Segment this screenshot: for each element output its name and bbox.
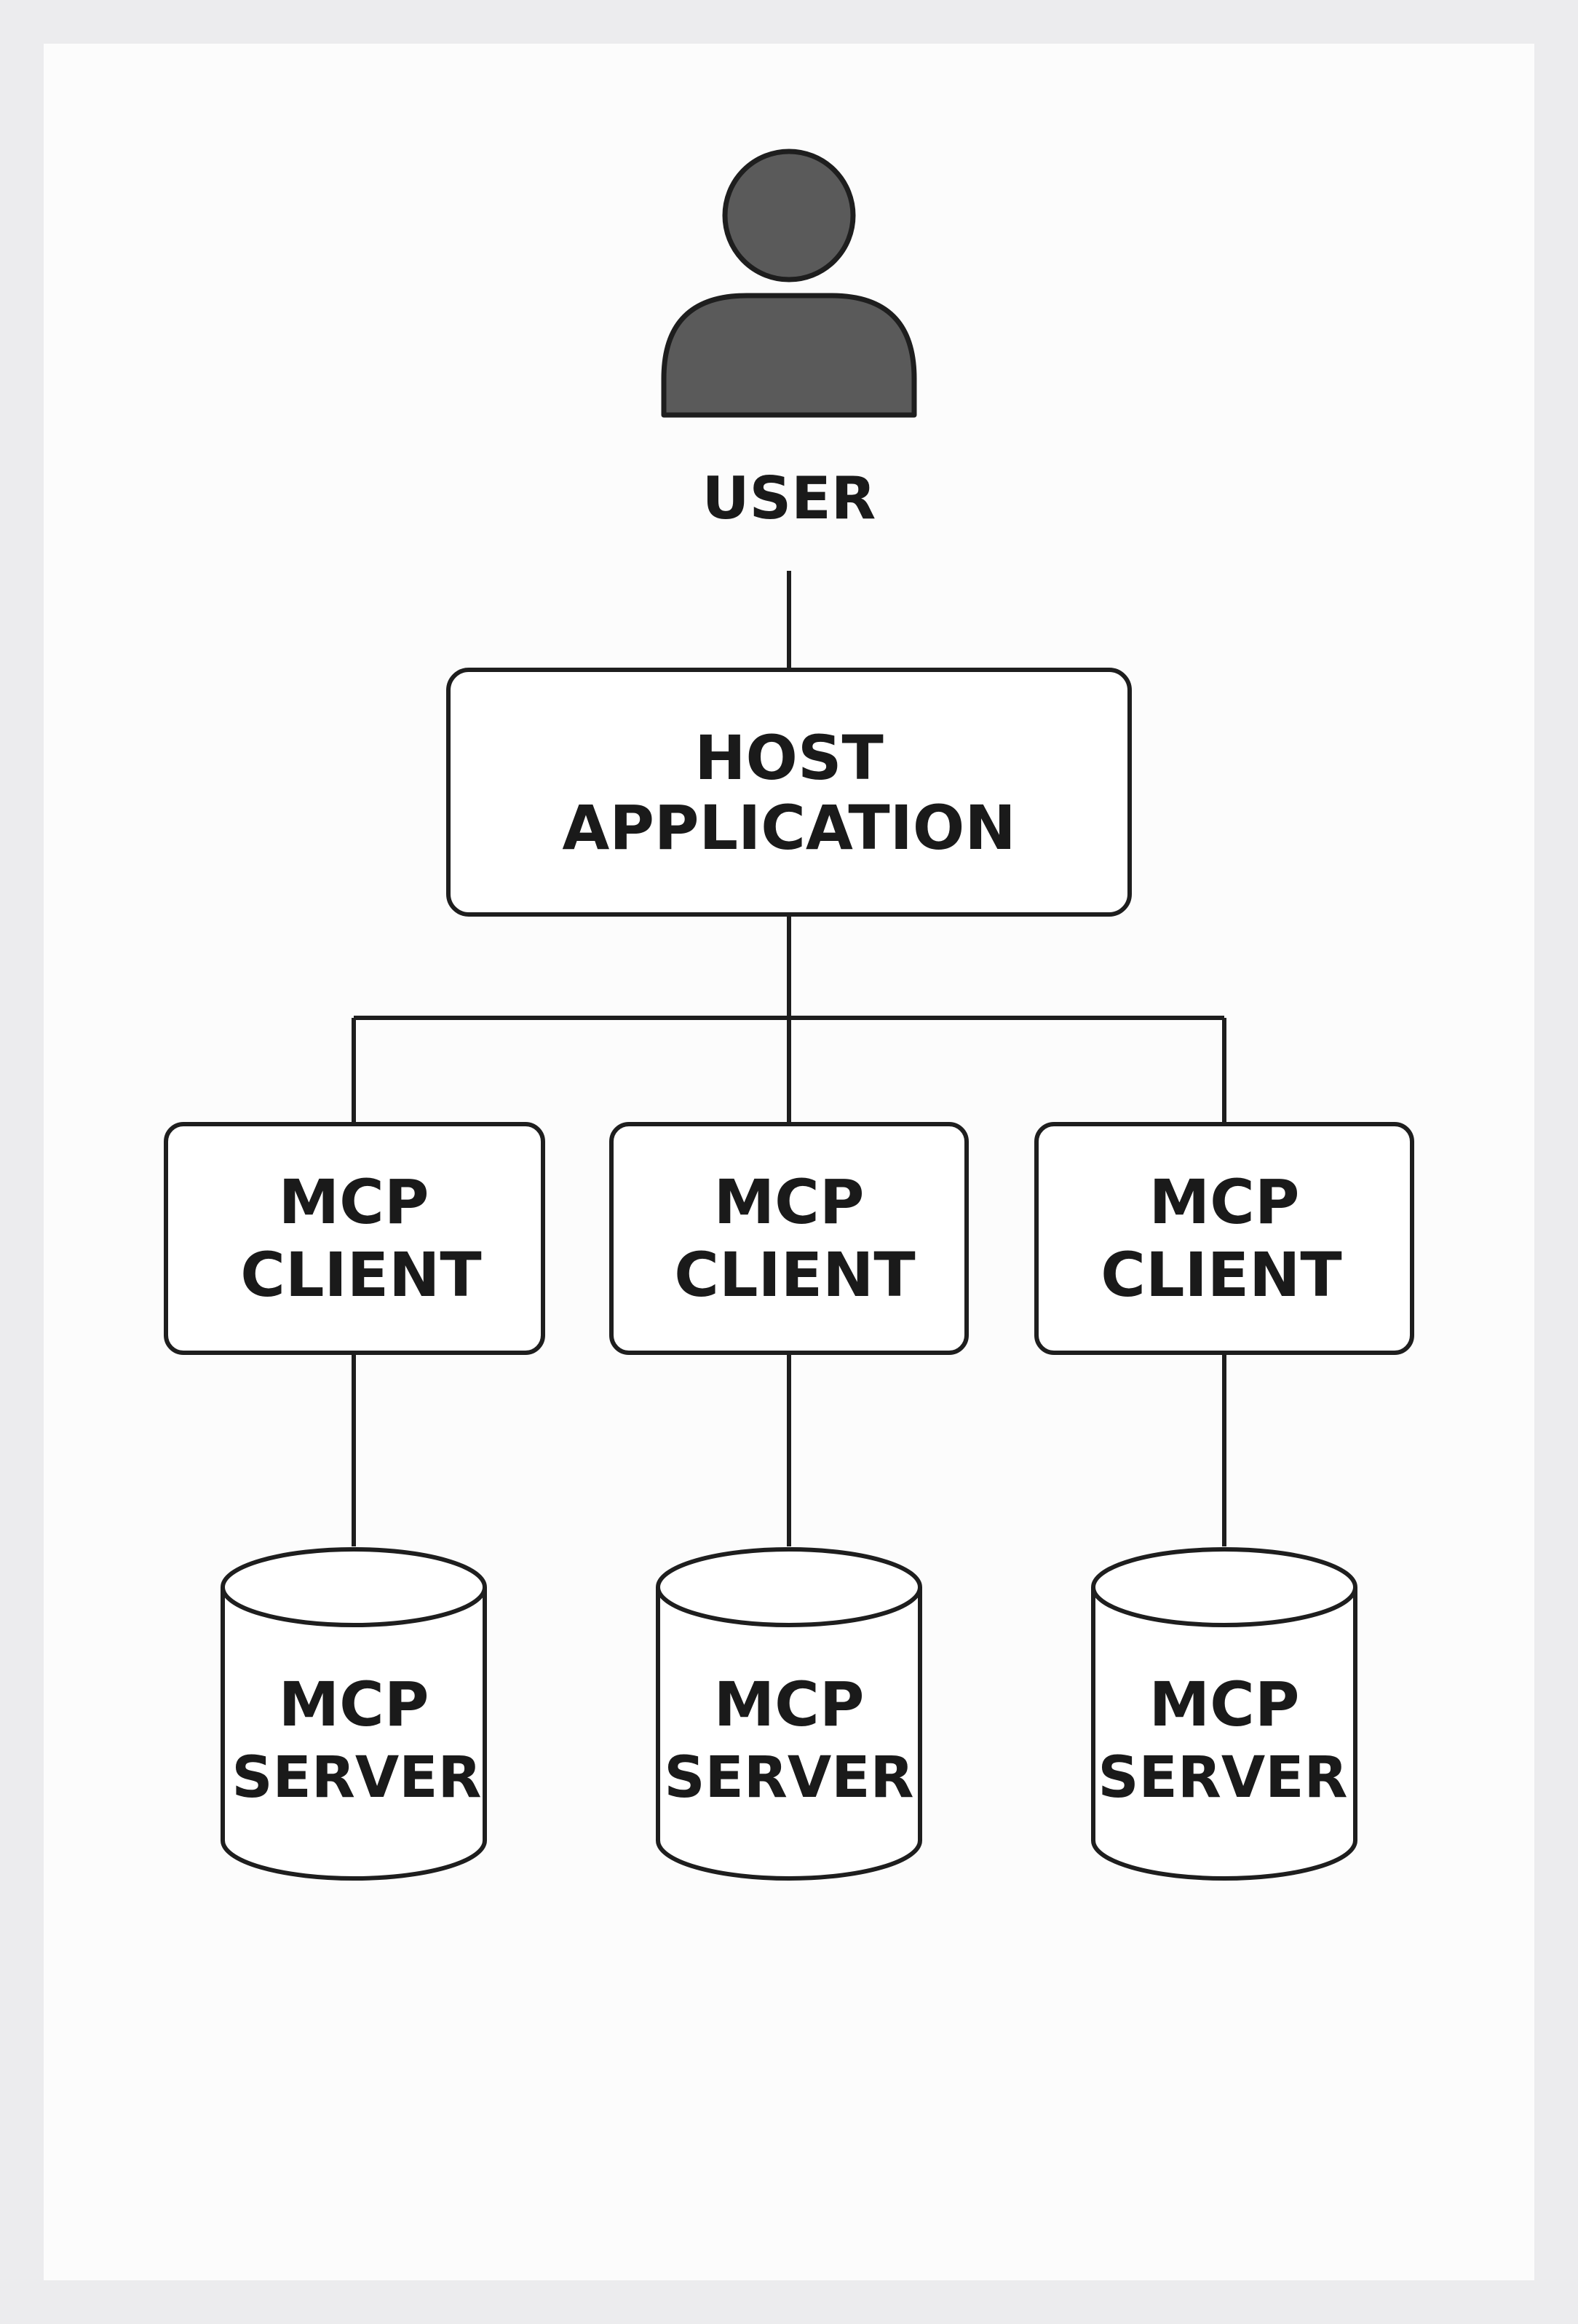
host-label-line2: APPLICATION [562,792,1015,863]
mcp-client-2: MCP CLIENT [609,1122,969,1355]
mcp-client-3: MCP CLIENT [1034,1122,1414,1355]
mcp-server-2: MCP SERVER [656,1547,922,1881]
mcp-server-label-line2: SERVER [1098,1745,1347,1811]
user-label: USER [702,465,876,532]
mcp-client-label-line1: MCP [279,1166,429,1238]
database-icon [1091,1547,1357,1881]
mcp-client-label-line1: MCP [1149,1166,1300,1238]
mcp-client-box [1034,1122,1414,1355]
mcp-server-1: MCP SERVER [221,1547,487,1881]
mcp-server-3: MCP SERVER [1091,1547,1357,1881]
host-label-line1: HOST [694,722,884,794]
user-node: USER [661,149,917,532]
mcp-client-label-line2: CLIENT [674,1239,915,1311]
mcp-server-label-line1: MCP [1149,1669,1300,1740]
mcp-server-label-line1: MCP [279,1669,429,1740]
user-icon [661,149,917,418]
host-application-box [446,668,1132,917]
database-icon [221,1547,487,1881]
mcp-client-label-line1: MCP [714,1166,865,1238]
mcp-server-label-line2: SERVER [231,1745,481,1811]
database-icon [656,1547,922,1881]
host-application-node: HOST APPLICATION [446,668,1132,917]
mcp-client-label-line2: CLIENT [240,1239,481,1311]
mcp-server-label-line2: SERVER [664,1745,913,1811]
mcp-client-box [609,1122,969,1355]
mcp-server-label-line1: MCP [714,1669,865,1740]
mcp-client-box [164,1122,545,1355]
mcp-client-1: MCP CLIENT [164,1122,545,1355]
connectors [352,571,1226,1546]
mcp-client-label-line2: CLIENT [1101,1239,1341,1311]
